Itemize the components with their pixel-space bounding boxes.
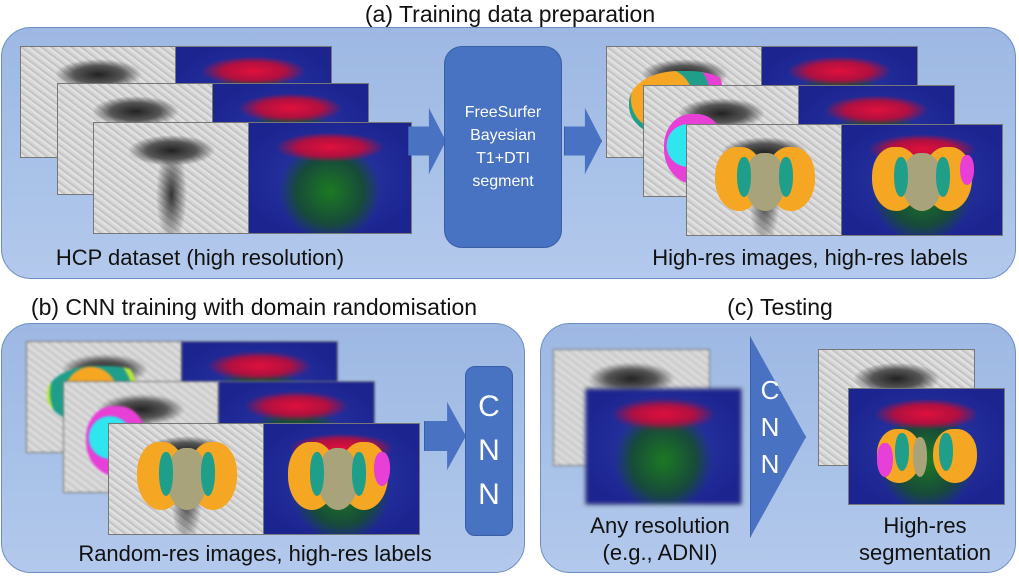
random-dti-image-3 — [263, 423, 420, 535]
process-line-2: Bayesian — [470, 127, 536, 144]
output-caption-line2: segmentation — [858, 540, 992, 565]
arrow-letter-c: C — [760, 375, 780, 405]
testing-input-caption: Any resolution (e.g., ADNI) — [560, 512, 760, 566]
process-line-4: segment — [472, 173, 534, 190]
process-line-3: T1+DTI — [476, 150, 530, 167]
labelled-dti-image-3 — [841, 124, 1003, 236]
cnn-box: C N N — [465, 366, 513, 536]
testing-input-caption-line2: (e.g., ADNI) — [602, 540, 718, 565]
labelled-t1-image-3 — [686, 124, 843, 236]
random-res-caption: Random-res images, high-res labels — [78, 541, 432, 566]
arrow-letter-n2: N — [760, 449, 780, 479]
process-line-1: FreeSurfer — [464, 104, 542, 121]
cnn-letter-c: C — [478, 390, 500, 423]
arrow-letter-n1: N — [760, 412, 780, 442]
panel-c-title: (c) Testing — [727, 294, 833, 320]
labelled-caption: High-res images, high-res labels — [652, 245, 968, 270]
segmentation-overlay — [288, 442, 392, 514]
output-dti-image — [848, 388, 1005, 505]
segmentation-overlay — [715, 147, 815, 215]
cnn-letter-n2: N — [478, 478, 500, 511]
segmentation-overlay — [137, 442, 237, 514]
panel-a-title: (a) Training data preparation — [364, 1, 656, 27]
output-segmentation-overlay — [877, 429, 977, 485]
random-t1-image-3 — [108, 423, 265, 535]
panel-b-title: (b) CNN training with domain randomisati… — [30, 294, 478, 320]
output-caption-line1: High-res — [883, 513, 967, 538]
hcp-dti-image-3 — [248, 122, 412, 234]
testing-input-caption-line1: Any resolution — [590, 513, 730, 538]
freesurfer-process-box: FreeSurfer Bayesian T1+DTI segment — [444, 46, 562, 248]
cnn-arrow-letters: C N N — [752, 372, 788, 483]
testing-dti-image — [585, 388, 742, 505]
segmentation-overlay — [872, 147, 974, 215]
hcp-t1-image-3 — [93, 122, 250, 234]
hcp-caption: HCP dataset (high resolution) — [55, 245, 345, 270]
output-caption: High-res segmentation — [840, 512, 1010, 566]
cnn-letter-n1: N — [478, 434, 500, 467]
